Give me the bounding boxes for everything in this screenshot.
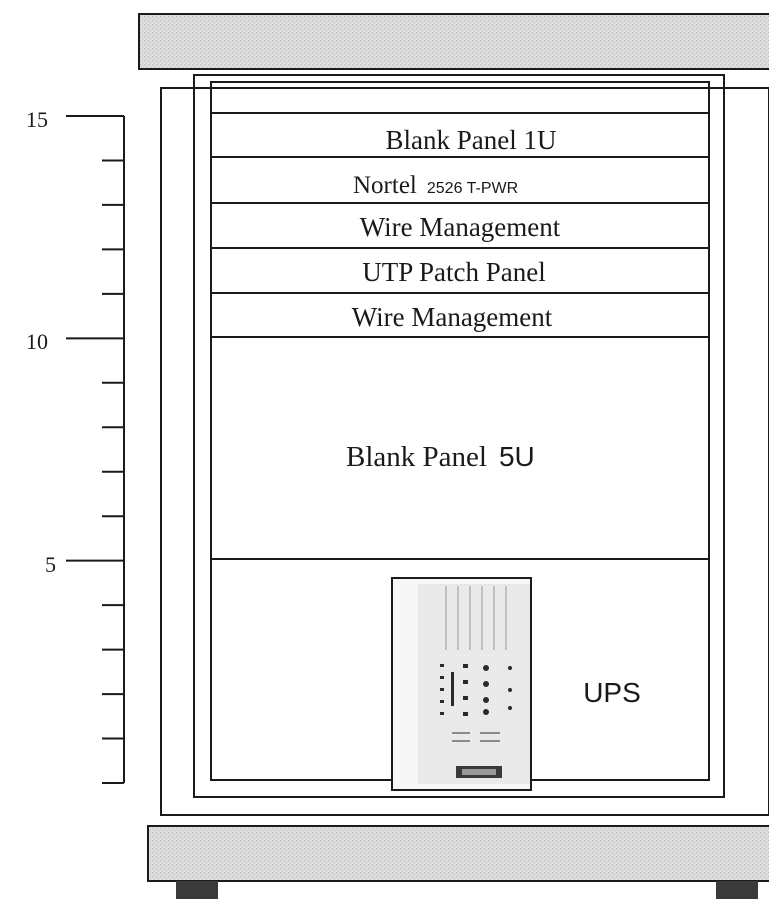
rack-bottom-bar bbox=[147, 825, 769, 882]
blank-panel-5u-text: Blank Panel bbox=[346, 441, 487, 473]
nortel-model: 2526 T-PWR bbox=[427, 180, 518, 197]
wire-management-top-label: Wire Management bbox=[360, 212, 561, 242]
nortel-brand: Nortel bbox=[353, 172, 417, 199]
blank-panel-1u-label: Blank Panel 1U bbox=[386, 125, 557, 155]
scale-label-15: 15 bbox=[26, 107, 48, 132]
rack-top-bar bbox=[138, 13, 769, 70]
nortel-switch-label: Nortel 2526 T-PWR bbox=[353, 172, 518, 199]
ups-label: UPS bbox=[583, 677, 641, 708]
wire-management-bottom-label: Wire Management bbox=[352, 302, 553, 332]
panel-dividers bbox=[211, 112, 709, 560]
scale-label-5: 5 bbox=[45, 552, 56, 577]
rack-foot-left bbox=[176, 881, 218, 899]
scale-label-10: 10 bbox=[26, 329, 48, 354]
rack-foot-right bbox=[716, 881, 758, 899]
blank-panel-5u-label: Blank Panel 5U bbox=[346, 441, 535, 473]
height-scale bbox=[66, 115, 125, 784]
utp-patch-panel-label: UTP Patch Panel bbox=[362, 257, 545, 287]
rack-middle-frame bbox=[193, 74, 725, 798]
blank-panel-5u-size: 5U bbox=[499, 441, 535, 472]
ups-unit-image bbox=[391, 577, 532, 791]
